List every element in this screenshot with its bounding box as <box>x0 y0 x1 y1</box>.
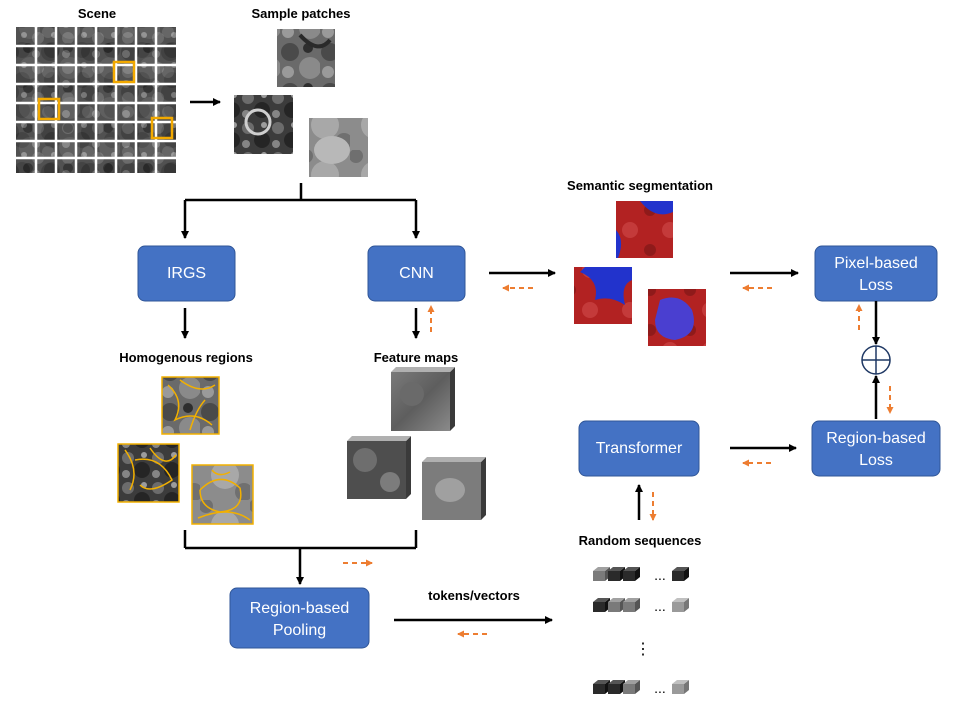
region-loss-label-line2: Loss <box>859 452 893 469</box>
label-random-sequences: Random sequences <box>579 533 702 548</box>
sequence-ellipsis: ... <box>654 598 666 614</box>
label-semantic-segmentation: Semantic segmentation <box>567 178 713 193</box>
cube-icon <box>608 598 625 612</box>
pixel-loss-box[interactable]: Pixel-based Loss <box>814 245 938 302</box>
sequence-vertical-ellipsis: ⋮ <box>635 641 651 658</box>
region-pooling-label-line2: Pooling <box>273 622 326 639</box>
cube-icon <box>593 680 610 694</box>
region-pooling-label-line1: Region-based <box>250 600 350 617</box>
label-scene: Scene <box>78 6 116 21</box>
sequence-ellipsis: ... <box>654 680 666 696</box>
cube-icon <box>608 680 625 694</box>
sum-node <box>855 301 894 419</box>
transformer-box[interactable]: Transformer <box>578 420 700 477</box>
label-feature-maps: Feature maps <box>374 350 459 365</box>
region-loss-label-line1: Region-based <box>826 430 926 447</box>
cnn-box-label: CNN <box>399 265 434 282</box>
cube-icon <box>672 680 689 694</box>
cube-icon <box>593 567 610 581</box>
circled-plus-icon <box>861 345 891 375</box>
scene-highlight <box>150 116 174 140</box>
patch-image <box>277 29 335 87</box>
cnn-box[interactable]: CNN <box>367 245 466 302</box>
scene-image <box>16 27 176 173</box>
segmentation-maps <box>574 201 706 346</box>
cube-icon <box>623 567 640 581</box>
cube-icon <box>608 567 625 581</box>
transformer-box-label: Transformer <box>596 440 683 457</box>
scene-highlight <box>37 97 61 121</box>
pixel-loss-label-line1: Pixel-based <box>834 255 918 272</box>
label-homogenous-regions: Homogenous regions <box>119 350 253 365</box>
cube-icon <box>672 598 689 612</box>
irgs-box[interactable]: IRGS <box>137 245 236 302</box>
split-connector <box>181 183 420 239</box>
label-sample-patches: Sample patches <box>252 6 351 21</box>
sequence-ellipsis: ... <box>654 567 666 583</box>
region-pooling-box[interactable]: Region-based Pooling <box>229 587 370 649</box>
patch-image <box>234 95 293 154</box>
sample-patches <box>234 29 368 177</box>
cube-icon <box>623 598 640 612</box>
feature-maps <box>347 367 486 520</box>
region-loss-box[interactable]: Region-based Loss <box>811 420 941 477</box>
cube-icon <box>623 680 640 694</box>
label-tokens-vectors: tokens/vectors <box>428 588 520 603</box>
feature-map-block <box>422 457 486 520</box>
pixel-loss-label-line2: Loss <box>859 277 893 294</box>
cube-icon <box>593 598 610 612</box>
homogenous-regions <box>117 376 254 525</box>
cube-icon <box>672 567 689 581</box>
irgs-box-label: IRGS <box>167 265 206 282</box>
feature-map-block <box>391 367 455 431</box>
random-sequences <box>593 567 689 694</box>
feature-map-block <box>347 436 411 499</box>
merge-connector <box>183 530 418 585</box>
scene-highlight <box>112 60 136 84</box>
